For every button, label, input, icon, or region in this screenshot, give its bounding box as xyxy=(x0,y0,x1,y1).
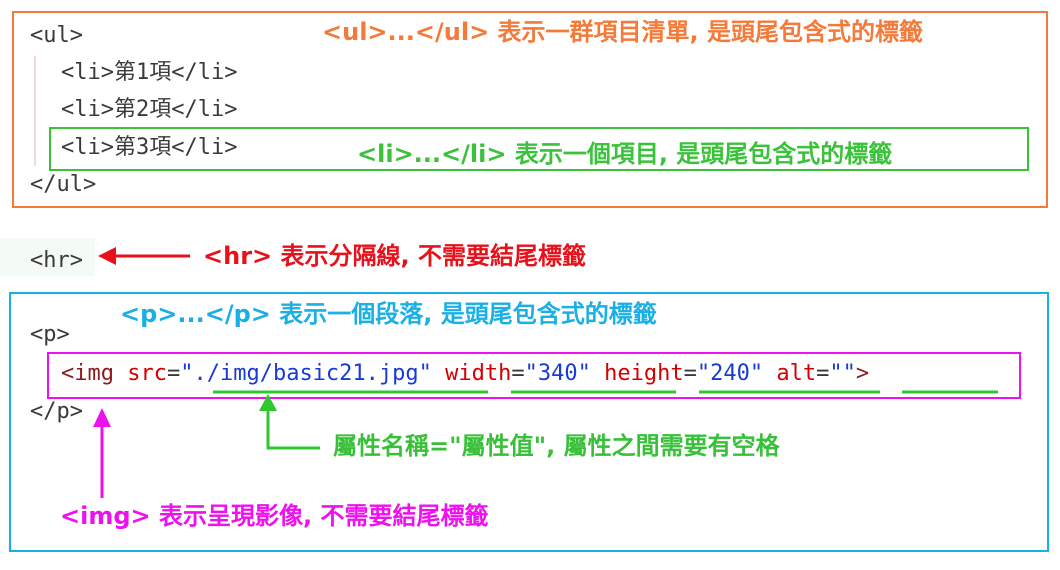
width-val: "340" xyxy=(524,361,591,386)
hr-note: <hr> 表示分隔線, 不需要結尾標籤 xyxy=(203,242,586,270)
li-item-2: <li>第2項</li> xyxy=(61,99,237,121)
height-val: "240" xyxy=(696,361,764,386)
li-box xyxy=(49,127,1029,171)
attr-note: 屬性名稱="屬性值", 屬性之間需要有空格 xyxy=(333,432,780,460)
width-attr: width xyxy=(445,361,512,386)
p-box xyxy=(9,292,1049,552)
li-text-2: 第2項 xyxy=(113,97,172,122)
li-text-3: 第3項 xyxy=(113,135,172,160)
li-text-1: 第1項 xyxy=(113,60,172,85)
ul-note: <ul>...</ul> 表示一群項目清單, 是頭尾包含式的標籤 xyxy=(322,18,924,46)
ul-box xyxy=(12,11,1048,208)
li-open-1: <li> xyxy=(61,60,114,85)
p-close-tag: </p> xyxy=(30,399,83,424)
alt-attr: alt xyxy=(776,361,817,386)
alt-val: "" xyxy=(829,361,856,386)
img-arrow-head xyxy=(93,408,111,427)
li-open-3: <li> xyxy=(61,135,114,160)
height-attr: height xyxy=(604,361,684,386)
img-box xyxy=(47,352,1021,399)
img-line: <img src="./img/basic21.jpg" width="340"… xyxy=(61,361,870,386)
ul-close-tag: </ul> xyxy=(30,172,97,197)
p-open-tag: <p> xyxy=(30,322,70,347)
img-note: <img> 表示呈現影像, 不需要結尾標籤 xyxy=(60,502,489,530)
src-attr: src xyxy=(127,361,167,386)
img-close: > xyxy=(855,361,870,386)
hr-arrow-head xyxy=(98,247,116,265)
ul-open-tag: <ul> xyxy=(30,23,83,48)
li-open-2: <li> xyxy=(61,97,114,122)
li-close-1: </li> xyxy=(171,60,238,85)
li-note: <li>...</li> 表示一個項目, 是頭尾包含式的標籤 xyxy=(357,140,893,168)
li-close-2: </li> xyxy=(171,97,238,122)
li-close-3: </li> xyxy=(171,135,238,160)
hr-tag: <hr> xyxy=(30,248,83,273)
ul-indent-guide xyxy=(34,56,36,166)
li-item-3: <li>第3項</li> xyxy=(61,137,237,159)
img-open: <img xyxy=(61,361,114,386)
attr-arrow-line xyxy=(266,408,320,450)
li-item-1: <li>第1項</li> xyxy=(61,62,237,84)
src-val: "./img/basic21.jpg" xyxy=(180,361,432,386)
attr-arrow-head xyxy=(259,394,277,411)
p-note: <p>...</p> 表示一個段落, 是頭尾包含式的標籤 xyxy=(120,300,657,328)
hr-highlight xyxy=(0,238,95,276)
